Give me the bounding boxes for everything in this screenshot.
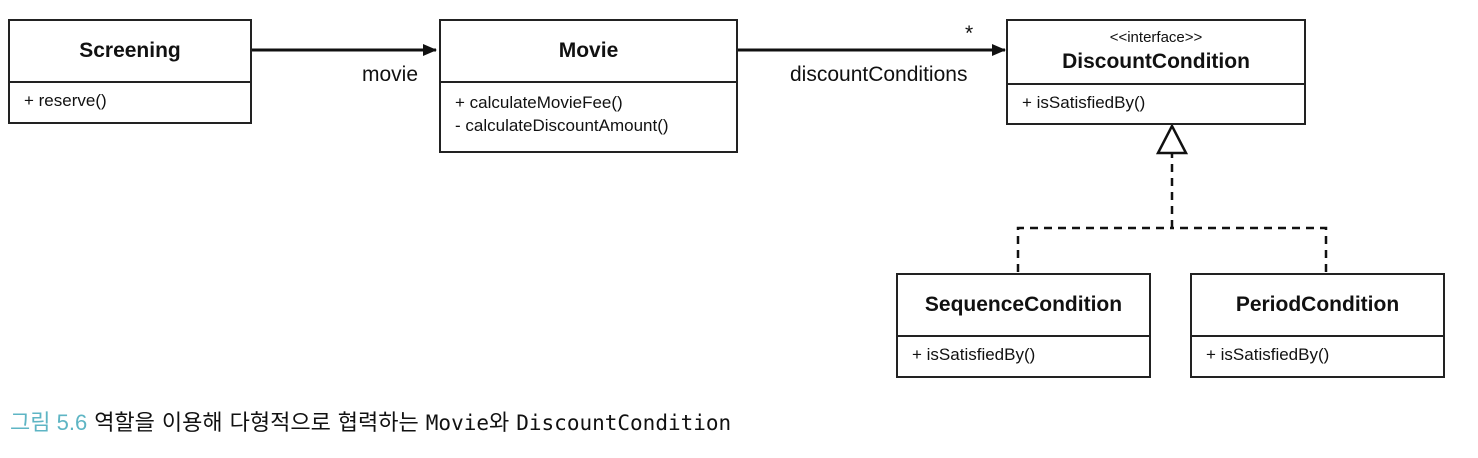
caption-code-movie: Movie (425, 411, 489, 435)
class-title: DiscountCondition (1062, 50, 1250, 73)
class-title: SequenceCondition (924, 293, 1123, 316)
class-members: + calculateMovieFee() - calculateDiscoun… (441, 83, 736, 137)
class-title: Movie (558, 39, 619, 62)
member: + calculateMovieFee() (455, 93, 623, 112)
class-movie: Movie + calculateMovieFee() - calculateD… (439, 19, 738, 153)
class-discount-condition-header: <<interface>> DiscountCondition (1008, 21, 1304, 85)
role-label-discount-conditions: discountConditions (790, 63, 968, 86)
class-members: + isSatisfiedBy() (1008, 85, 1304, 114)
role-label-movie: movie (362, 63, 419, 86)
class-sequence-condition: SequenceCondition + isSatisfiedBy() (896, 273, 1151, 378)
caption-conjunction: 와 (489, 411, 510, 436)
class-movie-header: Movie (441, 21, 736, 83)
realization-triangle-icon (1155, 123, 1189, 155)
class-title: Screening (79, 39, 181, 62)
class-members: + isSatisfiedBy() (1192, 337, 1443, 366)
class-members: + isSatisfiedBy() (898, 337, 1149, 366)
class-discount-condition: <<interface>> DiscountCondition + isSati… (1006, 19, 1306, 125)
figure-caption: 그림 5.6 역할을 이용해 다형적으로 협력하는 Movie와 Discoun… (10, 405, 731, 437)
realization-period (1172, 226, 1328, 272)
member: + isSatisfiedBy() (912, 345, 1036, 364)
caption-code-discount-condition: DiscountCondition (516, 411, 732, 435)
class-period-condition: PeriodCondition + isSatisfiedBy() (1190, 273, 1445, 378)
caption-text: 역할을 이용해 다형적으로 협력하는 (94, 411, 419, 436)
class-members: + reserve() (10, 83, 250, 112)
class-screening-header: Screening (10, 21, 250, 83)
realization-sequence (1016, 226, 1172, 272)
multiplicity-label: * (965, 22, 974, 45)
member: + reserve() (24, 91, 107, 110)
member: - calculateDiscountAmount() (455, 116, 669, 135)
member: + isSatisfiedBy() (1206, 345, 1330, 364)
class-sequence-condition-header: SequenceCondition (898, 275, 1149, 337)
class-title: PeriodCondition (1235, 293, 1400, 316)
figure-number: 그림 5.6 (10, 410, 88, 435)
class-period-condition-header: PeriodCondition (1192, 275, 1443, 337)
stereotype-label: <<interface>> (1109, 29, 1203, 46)
class-screening: Screening + reserve() (8, 19, 252, 124)
member: + isSatisfiedBy() (1022, 93, 1146, 112)
